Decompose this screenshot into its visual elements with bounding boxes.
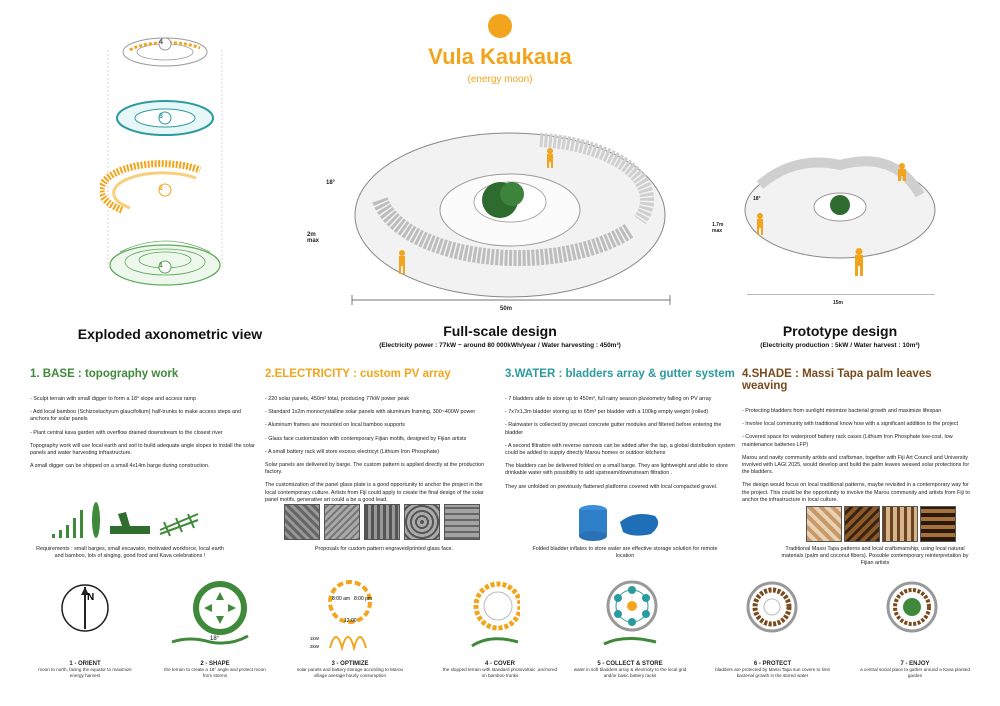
proto-view-subtitle: (Electricity production : 5kW / Water ha… xyxy=(760,342,920,349)
pattern-thumbnail xyxy=(404,504,440,540)
sun-icon xyxy=(488,14,512,38)
full-width-label: 50m xyxy=(500,306,513,312)
step-description: the terrain to create a 18° angle and pr… xyxy=(164,667,266,678)
proto-angle-label: 18° xyxy=(753,196,761,202)
section-base: 1. BASE : topography work - Sculpt terra… xyxy=(30,368,255,476)
page-subtitle: (energy moon) xyxy=(467,74,533,85)
layer-label-2: 2 xyxy=(159,185,163,192)
step-description: the slopped terrain with standard photov… xyxy=(442,667,558,678)
person-figure-icon xyxy=(545,148,555,168)
time-label: 8:00 am xyxy=(332,596,350,602)
layer-3-water-ring xyxy=(116,100,214,136)
collect-store-icon xyxy=(603,580,658,646)
cover-slope-icon xyxy=(471,581,520,648)
layer-label-3: 3 xyxy=(159,113,163,120)
step-description: solar panels and battery storage accordi… xyxy=(296,667,404,678)
tapa-thumbnail xyxy=(920,506,956,542)
pattern-thumbnail xyxy=(284,504,320,540)
shape-angle-label: 18° xyxy=(210,636,220,642)
step-title: 5 - COLLECT & STORE xyxy=(597,661,663,667)
section-body: - 220 solar panels, 450m² total, produci… xyxy=(265,396,484,503)
section-caption: Folded bladder inflates to store water a… xyxy=(532,546,718,559)
proto-width-label: 15m xyxy=(833,300,844,306)
water-bladder-illustration xyxy=(579,505,659,541)
exploded-axonometric-diagram xyxy=(100,37,223,286)
proto-view-title: Prototype design xyxy=(782,323,898,339)
section-caption: Requirements : small barges, small excav… xyxy=(36,546,224,559)
exploded-view-title: Exploded axonometric view xyxy=(77,326,263,342)
layer-4-shade-ring xyxy=(122,37,208,67)
step-protect: 6 - PROTECT bladders are protected by Ma… xyxy=(710,661,835,679)
section-title: 3.WATER : bladders array & gutter system xyxy=(505,368,735,380)
section-body: - 7 bladders able to store up to 450m³, … xyxy=(505,396,735,490)
layer-label-4: 4 xyxy=(159,39,163,46)
section-body: - Sculpt terrain with small digger to fo… xyxy=(30,396,255,470)
time-label: 12:00 xyxy=(344,618,357,624)
section-electricity: 2.ELECTRICITY : custom PV array - 220 so… xyxy=(265,368,495,510)
pattern-thumbnail xyxy=(364,504,400,540)
step-cover: 4 - COVER the slopped terrain with stand… xyxy=(440,661,560,679)
section-body: - Protecting bladders from sunlight mini… xyxy=(742,408,970,503)
tapa-pattern-gallery xyxy=(806,506,956,542)
pattern-gallery xyxy=(284,504,484,540)
prototype-design-drawing xyxy=(744,156,936,295)
step-optimize: 3 - OPTIMIZE solar panels and battery st… xyxy=(290,661,410,679)
section-caption: Traditional Massi Tapa patterns and loca… xyxy=(781,546,969,566)
pattern-thumbnail xyxy=(324,504,360,540)
page-title: Vula Kaukaua xyxy=(428,44,572,69)
requirements-illustration xyxy=(52,502,199,538)
step-enjoy: 7 - ENJOY a central social place to gath… xyxy=(855,661,975,679)
step-collect-store: 5 - COLLECT & STORE water in soft bladde… xyxy=(570,661,690,679)
section-title: 1. BASE : topography work xyxy=(30,368,179,380)
person-figure-icon xyxy=(396,250,408,274)
time-label: 8:00 pm xyxy=(354,596,372,602)
compass-north-label: N xyxy=(87,592,94,603)
section-title: 2.ELECTRICITY : custom PV array xyxy=(265,368,451,380)
step-title: 6 - PROTECT xyxy=(753,661,792,667)
person-figure-icon xyxy=(755,213,765,235)
step-description: bladders are protected by Massi Tapa sun… xyxy=(715,667,830,678)
step-title: 1 - ORIENT xyxy=(69,661,101,667)
section-water: 3.WATER : bladders array & gutter system… xyxy=(505,368,735,497)
pattern-thumbnail xyxy=(444,504,480,540)
step-title: 3 - OPTIMIZE xyxy=(331,661,369,667)
protect-shade-icon xyxy=(746,581,798,633)
full-scale-design-drawing xyxy=(351,132,671,305)
step-shape: 2 - SHAPE the terrain to create a 18° an… xyxy=(160,661,270,679)
power-label: 1kW xyxy=(310,636,320,641)
step-title: 7 - ENJOY xyxy=(900,661,930,667)
layer-1-base-terrain xyxy=(109,240,221,286)
full-angle-label: 18° xyxy=(326,180,336,186)
person-figure-icon xyxy=(852,248,866,276)
layer-2-pv-array xyxy=(100,160,202,214)
section-caption: Proposals for custom pattern engraved/pr… xyxy=(314,546,454,552)
step-description: water in soft bladders array & electrici… xyxy=(573,667,687,678)
step-orient: 1 - ORIENT moon to north, facing the equ… xyxy=(35,661,135,679)
full-view-subtitle: (Electricity power : 77kW ~ around 80 00… xyxy=(379,342,621,349)
section-title: 4.SHADE : Massi Tapa palm leaves weaving xyxy=(742,368,932,392)
person-figure-icon xyxy=(895,163,909,181)
power-label: 2kW xyxy=(310,644,320,649)
full-view-title: Full-scale design xyxy=(443,323,557,339)
section-shade: 4.SHADE : Massi Tapa palm leaves weaving… xyxy=(742,368,977,510)
layer-label-1: 1 xyxy=(159,262,163,269)
tapa-thumbnail xyxy=(806,506,842,542)
enjoy-garden-icon xyxy=(886,581,938,633)
step-description: moon to north, facing the equator to max… xyxy=(38,667,132,678)
terrain-shape-icon: 18° xyxy=(171,581,249,645)
tapa-thumbnail xyxy=(844,506,880,542)
step-title: 2 - SHAPE xyxy=(200,661,230,667)
step-title: 4 - COVER xyxy=(484,661,515,667)
compass-icon: N xyxy=(61,584,109,632)
tapa-thumbnail xyxy=(882,506,918,542)
step-description: a central social place to gather around … xyxy=(860,667,970,678)
optimize-clock-icon: 8:00 am 8:00 pm 12:00 1kW 2kW xyxy=(310,580,372,652)
